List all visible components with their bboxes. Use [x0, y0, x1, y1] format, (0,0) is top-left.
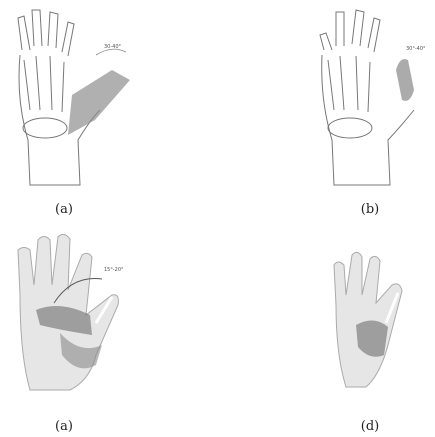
hand-diagram-d [312, 215, 435, 405]
hand-diagram-c: 15°-20° [0, 215, 150, 405]
angle-label-b: 30°-40° [406, 46, 426, 52]
panel-a: 30-40° [0, 0, 150, 190]
caption-d: (d) [350, 419, 390, 434]
panel-c: 15°-20° [0, 215, 150, 405]
hand-skeleton-diagram-b: 30°-40° [310, 0, 435, 190]
muscle-shade-a [68, 70, 130, 135]
angle-label-a: 30-40° [104, 44, 122, 50]
panel-d [312, 215, 435, 405]
muscle-shade-b [396, 59, 414, 101]
hand-outline-d [334, 252, 402, 387]
panel-b: 30°-40° [310, 0, 435, 190]
caption-c: (a) [44, 419, 84, 434]
hand-skeleton-diagram-a: 30-40° [0, 0, 150, 190]
angle-label-c: 15°-20° [104, 267, 124, 273]
